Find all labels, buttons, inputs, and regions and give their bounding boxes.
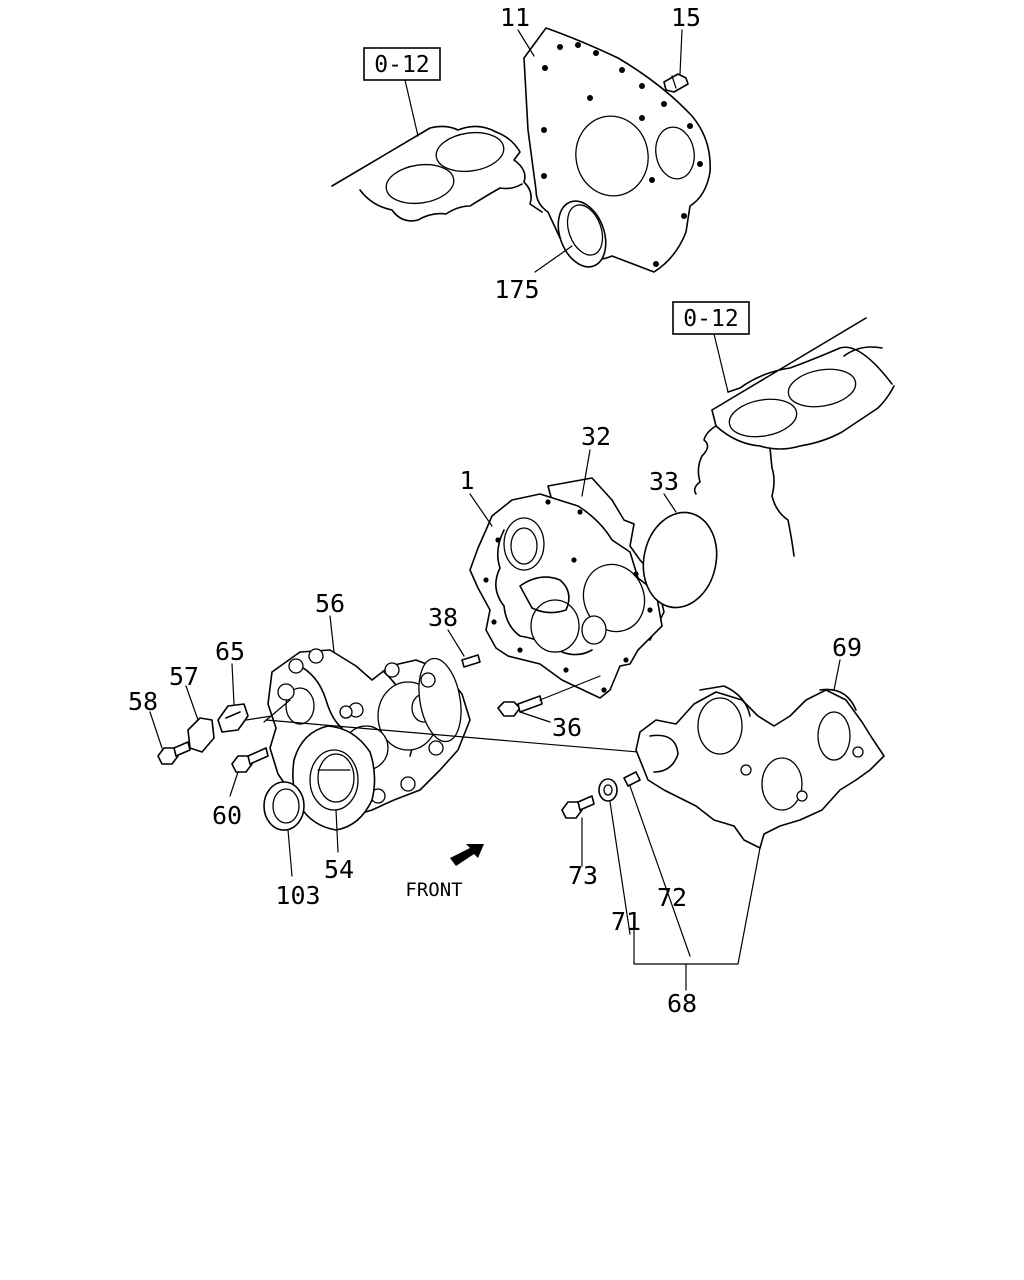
bolt-15 — [663, 73, 689, 93]
dowel-72 — [623, 771, 641, 787]
label-part-36[interactable]: 36 — [552, 713, 582, 742]
label-part-73[interactable]: 73 — [568, 861, 598, 890]
washer-71 — [598, 778, 618, 802]
label-part-58[interactable]: 58 — [128, 687, 158, 716]
bolt-60 — [231, 747, 269, 773]
seal-housing-54 — [292, 725, 376, 831]
label-part-54[interactable]: 54 — [324, 855, 354, 884]
timing-gear-case-1 — [469, 493, 663, 699]
reference-label-mid: 0-12 — [683, 306, 738, 332]
part-labels: 11 15 175 32 1 33 38 56 65 57 58 36 69 6… — [128, 3, 862, 1018]
front-arrow-icon — [450, 844, 484, 866]
label-part-56[interactable]: 56 — [315, 589, 345, 618]
label-part-68[interactable]: 68 — [667, 989, 697, 1018]
label-part-1[interactable]: 1 — [459, 466, 474, 495]
bolt-58 — [157, 741, 191, 765]
o-ring-33 — [642, 511, 718, 609]
bolt-73 — [561, 795, 595, 819]
reference-label-top: 0-12 — [374, 52, 429, 78]
front-label: FRONT — [405, 879, 462, 901]
leader-ref-top — [404, 79, 419, 137]
label-part-103[interactable]: 103 — [275, 881, 320, 910]
label-part-15[interactable]: 15 — [671, 3, 701, 32]
label-part-11[interactable]: 11 — [500, 3, 530, 32]
cylinder-block-top — [331, 125, 543, 222]
label-part-71[interactable]: 71 — [611, 907, 641, 936]
label-part-33[interactable]: 33 — [649, 467, 679, 496]
label-part-69[interactable]: 69 — [832, 633, 862, 662]
oil-seal-103 — [263, 781, 305, 831]
gasket-65 — [217, 703, 249, 733]
flywheel-housing-plate — [523, 27, 711, 273]
oil-seal-175 — [557, 200, 607, 268]
label-part-175[interactable]: 175 — [494, 275, 539, 304]
bracket-68 — [633, 847, 761, 965]
label-part-32[interactable]: 32 — [581, 422, 611, 451]
cover-plate-57 — [187, 717, 215, 753]
label-part-38[interactable]: 38 — [428, 603, 458, 632]
reference-box-top[interactable]: 0-12 — [363, 47, 441, 81]
label-part-60[interactable]: 60 — [212, 801, 242, 830]
reference-box-mid[interactable]: 0-12 — [672, 301, 750, 335]
label-part-57[interactable]: 57 — [169, 662, 199, 691]
timing-cover-69 — [635, 685, 885, 849]
bolt-36 — [497, 695, 543, 717]
dowel-pin-38 — [461, 654, 481, 668]
label-part-72[interactable]: 72 — [657, 883, 687, 912]
leader-ref-mid — [713, 333, 729, 393]
cylinder-block-mid — [693, 317, 895, 557]
label-part-65[interactable]: 65 — [215, 637, 245, 666]
alignment-line — [265, 719, 639, 753]
